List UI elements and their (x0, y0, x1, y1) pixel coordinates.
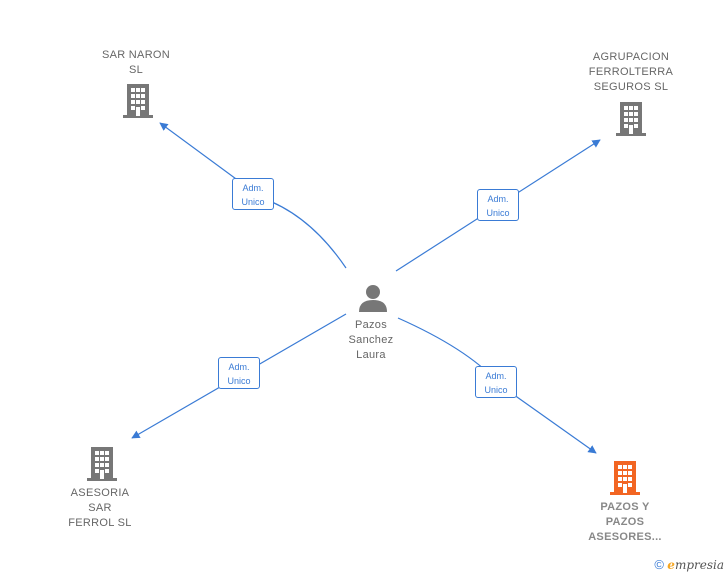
company-label-asesoria[interactable]: ASESORIA SAR FERROL SL (68, 487, 132, 529)
building-icon[interactable] (123, 84, 153, 118)
edge-label[interactable]: Adm. Unico (477, 189, 519, 221)
building-icon[interactable] (87, 447, 117, 481)
brand-logo-text: mpresia (674, 558, 724, 572)
edge-label[interactable]: Adm. Unico (218, 357, 260, 389)
edge-label-line: Unico (227, 376, 251, 386)
company-label-sar-naron[interactable]: SAR NARON SL (101, 49, 171, 76)
copyright-symbol: © (654, 557, 664, 572)
building-icon[interactable] (610, 461, 640, 495)
edge-label-line: Unico (486, 208, 510, 218)
brand-logo-initial: e (667, 558, 675, 572)
edge-label-line: Adm. (228, 362, 250, 372)
brand-footer[interactable]: © empresia (654, 557, 724, 572)
edge-label[interactable]: Adm. Unico (232, 178, 274, 210)
company-label-pazos-y-pazos[interactable]: PAZOS Y PAZOS ASESORES... (588, 501, 662, 543)
edge-label-line: Adm. (242, 183, 264, 193)
center-person-label[interactable]: Pazos Sanchez Laura (348, 319, 394, 361)
edge-label-line: Unico (241, 197, 265, 207)
edge-label-line: Adm. (485, 371, 507, 381)
company-label-agrupacion[interactable]: AGRUPACION FERROLTERRA SEGUROS SL (588, 51, 674, 93)
building-icon[interactable] (616, 102, 646, 136)
person-icon[interactable] (358, 283, 388, 313)
edge-label-line: Adm. (487, 194, 509, 204)
edge-label-line: Unico (484, 385, 508, 395)
edge-label[interactable]: Adm. Unico (475, 366, 517, 398)
